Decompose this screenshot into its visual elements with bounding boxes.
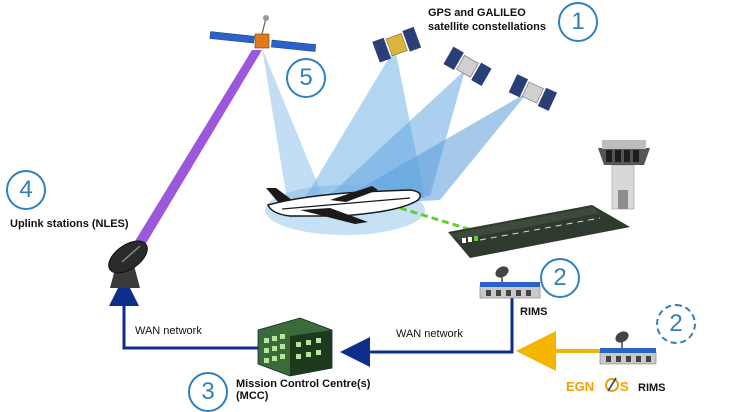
wan-link-mcc-to-nles [109, 276, 258, 350]
control-tower-icon [598, 140, 650, 210]
marker-4: 4 [6, 170, 46, 210]
satellite-icon [443, 46, 492, 86]
marker-2: 2 [540, 258, 580, 298]
airplane-icon [266, 186, 421, 224]
mission-control-building-icon [257, 317, 333, 377]
rims-label: RIMS [520, 306, 548, 318]
signal-cone-geo [262, 48, 330, 218]
rims-station-icon [599, 331, 657, 365]
uplink-beam [132, 50, 262, 250]
diagram-canvas [108, 15, 657, 392]
egnos-architecture-diagram [108, 15, 657, 392]
satellite-icon [209, 15, 317, 52]
marker-2-egnos: 2 [656, 304, 696, 344]
egnos-rims-label: RIMS [638, 382, 666, 394]
marker-5: 5 [286, 58, 326, 98]
constellations-label: GPS and GALILEO satellite constellations [428, 7, 546, 33]
wan-network-label-left: WAN network [135, 325, 202, 337]
satellite-icon [508, 74, 558, 111]
aircraft-datalink [399, 206, 479, 234]
egnos-logo-text-left: EGN [566, 379, 595, 394]
marker-3: 3 [188, 372, 228, 412]
dish-antenna-icon [108, 240, 148, 288]
rims-station-icon [479, 266, 541, 299]
egnos-logo-icon [605, 377, 619, 392]
signal-cone-sat2 [320, 70, 465, 204]
signal-cone-sat3 [330, 92, 528, 206]
wan-network-label-right: WAN network [396, 328, 463, 340]
mcc-label: Mission Control Centre(s) (MCC) [236, 378, 371, 402]
satellite-icon [372, 26, 422, 63]
uplink-stations-label: Uplink stations (NLES) [10, 218, 129, 230]
marker-1: 1 [558, 2, 598, 42]
signal-cone-sat1 [300, 48, 425, 206]
egnos-logo-text-right: S [620, 379, 629, 394]
runway-icon [448, 205, 630, 258]
wan-link-rims-to-mcc [340, 296, 514, 367]
